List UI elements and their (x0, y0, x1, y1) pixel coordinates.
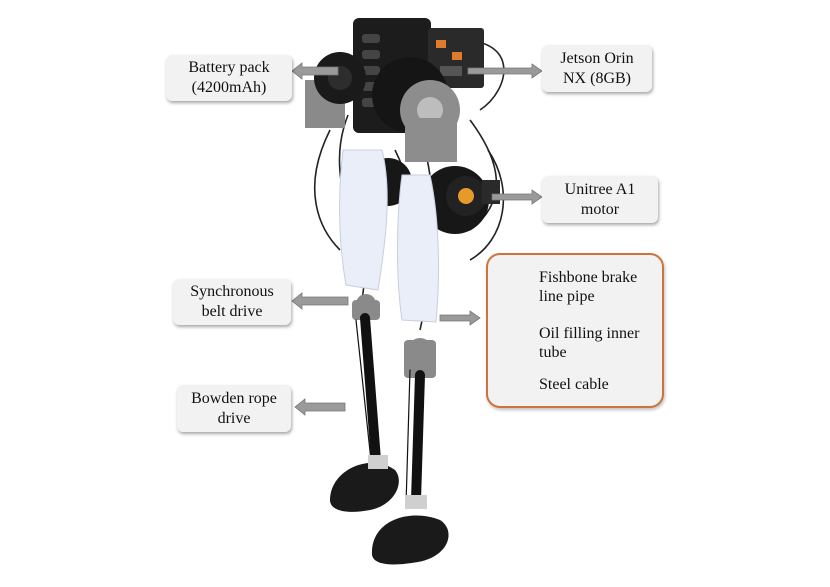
jetson-label: Jetson Orin NX (8GB) (542, 45, 652, 92)
arrow-jetson (467, 63, 543, 79)
bowden-label-line2: drive (217, 409, 251, 427)
hip-motors (372, 57, 460, 162)
jetson-label-line1: Jetson Orin (560, 49, 634, 67)
knee-brackets (352, 294, 436, 378)
sync-label-line1: Synchronous (190, 283, 274, 300)
oil-tube-label: Oil filling inner tube (539, 324, 639, 362)
jetson-label-line2: NX (8GB) (563, 69, 631, 87)
battery-label-line2: (4200mAh) (191, 79, 267, 96)
motor-label-line1: Unitree A1 (564, 180, 636, 198)
oil-line1: Oil filling inner (539, 325, 640, 342)
oil-line2: tube (539, 344, 567, 361)
battery-label-line1: Battery pack (188, 59, 270, 76)
battery-pack-label: Battery pack (4200mAh) (166, 55, 292, 101)
shank-rods (355, 313, 425, 506)
thigh-covers (339, 149, 439, 323)
arrow-sync (291, 292, 349, 310)
fishbone-label: Fishbone brake line pipe (539, 268, 637, 306)
bowden-rope-label: Bowden rope drive (177, 385, 291, 432)
feet (330, 455, 449, 565)
synchronous-belt-label: Synchronous belt drive (173, 279, 291, 325)
pointer-arrows (291, 62, 543, 416)
steel-line: Steel cable (539, 376, 609, 393)
cable-detail-box (486, 253, 664, 408)
fishbone-line1: Fishbone brake (539, 269, 638, 286)
steel-cable-label: Steel cable (539, 375, 609, 394)
motor-label-line2: motor (580, 200, 620, 218)
arrow-bowden (294, 398, 346, 416)
arrow-motor (491, 189, 543, 205)
sync-label-line2: belt drive (201, 303, 263, 320)
fishbone-line2: line pipe (539, 288, 595, 305)
bowden-label-line1: Bowden rope (191, 389, 277, 407)
arrow-detail (439, 310, 481, 326)
arrow-battery (291, 62, 339, 80)
unitree-motor-label: Unitree A1 motor (542, 176, 658, 223)
